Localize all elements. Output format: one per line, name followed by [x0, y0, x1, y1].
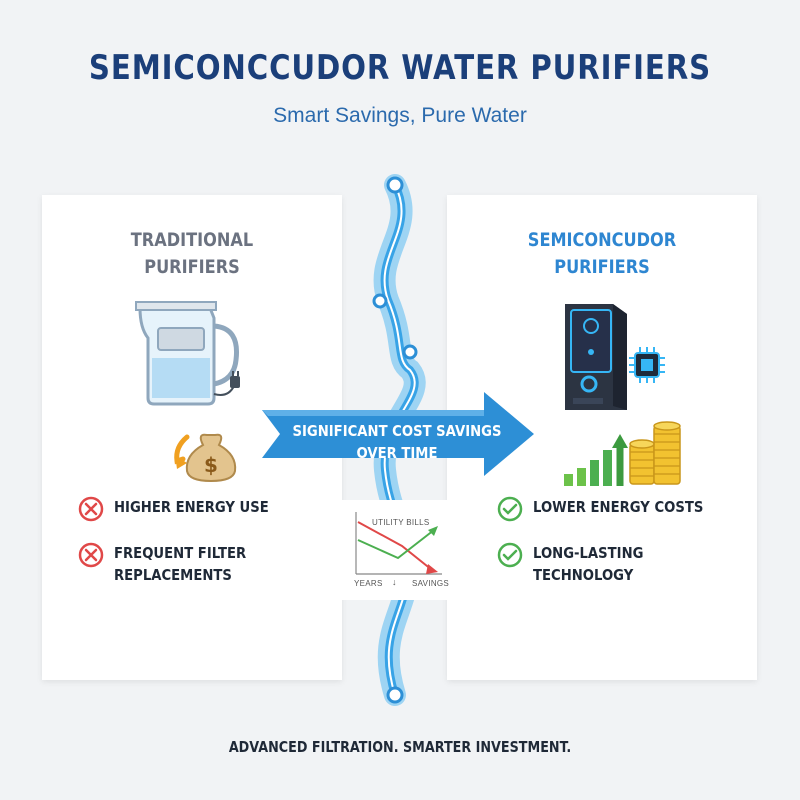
svg-text:$: $ — [204, 453, 218, 477]
semiconductor-card-title: SEMICONCUDOR PURIFIERS — [470, 227, 734, 281]
mini-chart-label-top: UTILITY BILLS — [372, 518, 430, 527]
check-circle-icon — [497, 542, 523, 568]
feature-text: HIGHER ENERGY USE — [114, 496, 269, 518]
feature-item: LOWER ENERGY COSTS — [497, 496, 727, 522]
growth-bars-icon — [564, 434, 628, 486]
stream-node-icon — [402, 344, 418, 360]
feature-line: TECHNOLOGY — [533, 566, 634, 584]
feature-item: LONG-LASTING TECHNOLOGY — [497, 542, 659, 586]
feature-line: REPLACEMENTS — [114, 566, 232, 584]
mini-chart-graphic — [355, 512, 442, 575]
stream-node-icon — [372, 293, 388, 309]
money-bag-icon: $ — [174, 433, 237, 483]
page-title: SEMICONCCUDOR WATER PURIFIERS — [88, 48, 712, 88]
savings-banner-arrow — [262, 392, 534, 476]
feature-line: HIGHER ENERGY USE — [114, 498, 269, 516]
feature-line: LONG-LASTING — [533, 544, 644, 562]
check-circle-icon — [497, 496, 523, 522]
feature-text: LONG-LASTING TECHNOLOGY — [533, 542, 643, 586]
savings-banner-text: SIGNIFICANT COST SAVINGS OVER TIME — [287, 420, 507, 464]
feature-line: LOWER ENERGY COSTS — [533, 498, 704, 516]
utility-bills-mini-chart: UTILITY BILLS YEARS ↓ SAVINGS — [342, 500, 450, 600]
feature-item: FREQUENT FILTER REPLACEMENTS — [78, 542, 264, 586]
card-title-line: TRADITIONAL — [130, 229, 254, 251]
feature-line: FREQUENT FILTER — [114, 544, 247, 562]
purifier-device-icon — [565, 304, 627, 410]
stream-node-icon — [386, 686, 404, 704]
banner-line: OVER TIME — [356, 444, 438, 462]
feature-text: LOWER ENERGY COSTS — [533, 496, 703, 518]
footer-tagline: ADVANCED FILTRATION. SMARTER INVESTMENT. — [228, 738, 572, 756]
stream-node-icon — [386, 176, 404, 194]
card-title-line: PURIFIERS — [554, 256, 650, 278]
down-arrow-icon: ↓ — [392, 577, 397, 587]
mini-chart-label-savings: SAVINGS — [412, 579, 450, 588]
x-circle-icon — [78, 542, 104, 568]
card-title-line: SEMICONCUDOR — [527, 229, 677, 251]
card-title-line: PURIFIERS — [144, 256, 240, 278]
page-subtitle: Smart Savings, Pure Water — [273, 104, 527, 127]
water-pitcher-icon — [135, 301, 240, 406]
banner-line: SIGNIFICANT COST SAVINGS — [292, 422, 502, 440]
chip-icon — [629, 347, 665, 383]
feature-item: HIGHER ENERGY USE — [78, 496, 290, 522]
coin-stack-icon — [629, 421, 681, 485]
mini-chart-label-years: YEARS — [354, 579, 383, 588]
x-circle-icon — [78, 496, 104, 522]
traditional-card-title: TRADITIONAL PURIFIERS — [65, 227, 320, 281]
feature-text: FREQUENT FILTER REPLACEMENTS — [114, 542, 246, 586]
